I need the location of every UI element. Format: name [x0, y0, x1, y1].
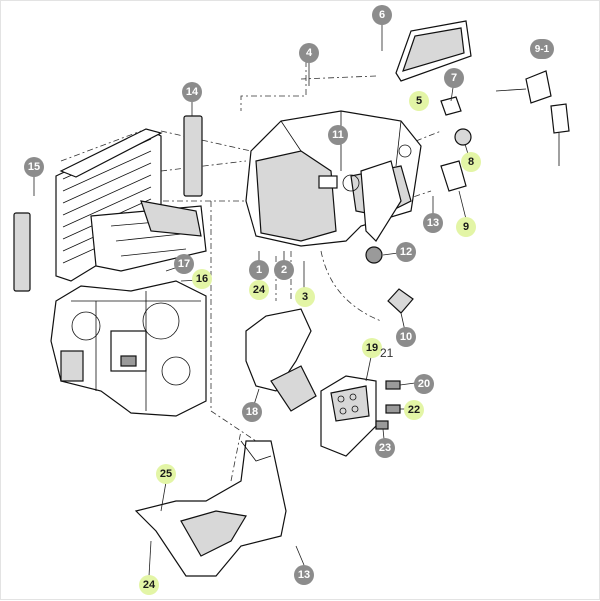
callout-25: 25	[156, 464, 176, 484]
ignition-keys	[495, 70, 570, 166]
callout-9-1: 9-1	[530, 39, 554, 59]
side-strip-15	[13, 212, 31, 292]
callout-10: 10	[396, 327, 416, 347]
callout-11: 11	[328, 125, 348, 145]
engine-block	[50, 280, 207, 417]
callout-2: 2	[274, 260, 294, 280]
radiator-frame	[55, 128, 207, 282]
callout-9: 9	[456, 217, 476, 237]
part-9	[440, 160, 467, 192]
callout-1: 1	[249, 260, 269, 280]
dashboard-housing	[245, 110, 422, 247]
callout-14: 14	[182, 82, 202, 102]
part-22	[385, 404, 401, 414]
callout-4: 4	[299, 43, 319, 63]
side-strip-14	[183, 115, 203, 197]
callout-6: 6	[372, 5, 392, 25]
callout-20: 20	[414, 374, 434, 394]
callout-3: 3	[295, 287, 315, 307]
callout-12: 12	[396, 242, 416, 262]
label-21: 21	[380, 346, 394, 360]
callout-13-bottom: 13	[294, 565, 314, 585]
callout-5: 5	[409, 91, 429, 111]
callout-22: 22	[404, 400, 424, 420]
lower-cover	[134, 440, 287, 577]
callout-23: 23	[375, 438, 395, 458]
callout-7: 7	[444, 68, 464, 88]
callout-18: 18	[242, 402, 262, 422]
part-12	[365, 246, 383, 264]
callout-15: 15	[24, 157, 44, 177]
callout-16: 16	[192, 269, 212, 289]
callout-24-lower: 24	[139, 575, 159, 595]
callout-19: 19	[362, 338, 382, 358]
mounting-bracket	[245, 308, 317, 412]
callout-8: 8	[461, 152, 481, 172]
callout-24-upper: 24	[249, 280, 269, 300]
callout-13-top: 13	[423, 213, 443, 233]
switch-panel	[320, 375, 377, 457]
part-23	[375, 420, 389, 430]
part-10	[387, 288, 414, 314]
callout-17: 17	[174, 254, 194, 274]
part-20	[385, 380, 401, 390]
part-8	[454, 128, 472, 146]
instrument-cluster	[395, 20, 472, 82]
